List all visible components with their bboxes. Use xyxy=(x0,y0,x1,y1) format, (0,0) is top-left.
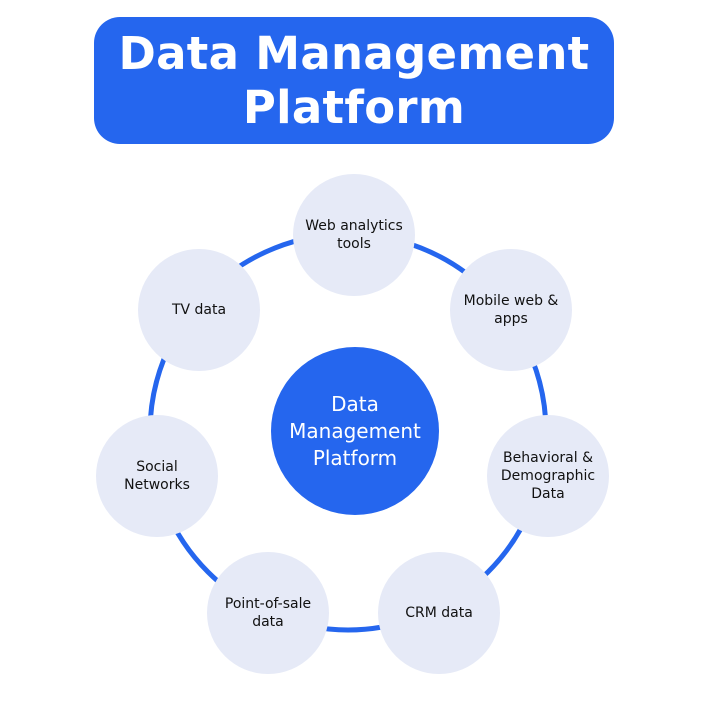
node-mobile-web: Mobile web & apps xyxy=(450,249,572,371)
node-label: Mobile web & apps xyxy=(463,293,559,327)
node-label: CRM data xyxy=(405,605,473,621)
node-label: Web analytics tools xyxy=(305,218,403,252)
node-label: Social Networks xyxy=(124,459,190,493)
node-label: Behavioral & Demographic Data xyxy=(500,450,596,502)
hub-label: Data Management Platform xyxy=(289,391,421,470)
node-label: Point-of-sale data xyxy=(224,596,312,630)
node-social-networks: Social Networks xyxy=(96,415,218,537)
node-behavioral-demographic: Behavioral & Demographic Data xyxy=(487,415,609,537)
title-line-2: Platform xyxy=(242,80,466,134)
node-crm: CRM data xyxy=(378,552,500,674)
node-label: TV data xyxy=(171,302,227,318)
title-line-1: Data Management xyxy=(118,26,590,80)
node-point-of-sale: Point-of-sale data xyxy=(207,552,329,674)
node-tv-data: TV data xyxy=(138,249,260,371)
node-web-analytics: Web analytics tools xyxy=(293,174,415,296)
title-banner: Data Management Platform xyxy=(94,17,614,144)
hub-circle: Data Management Platform xyxy=(271,347,439,515)
